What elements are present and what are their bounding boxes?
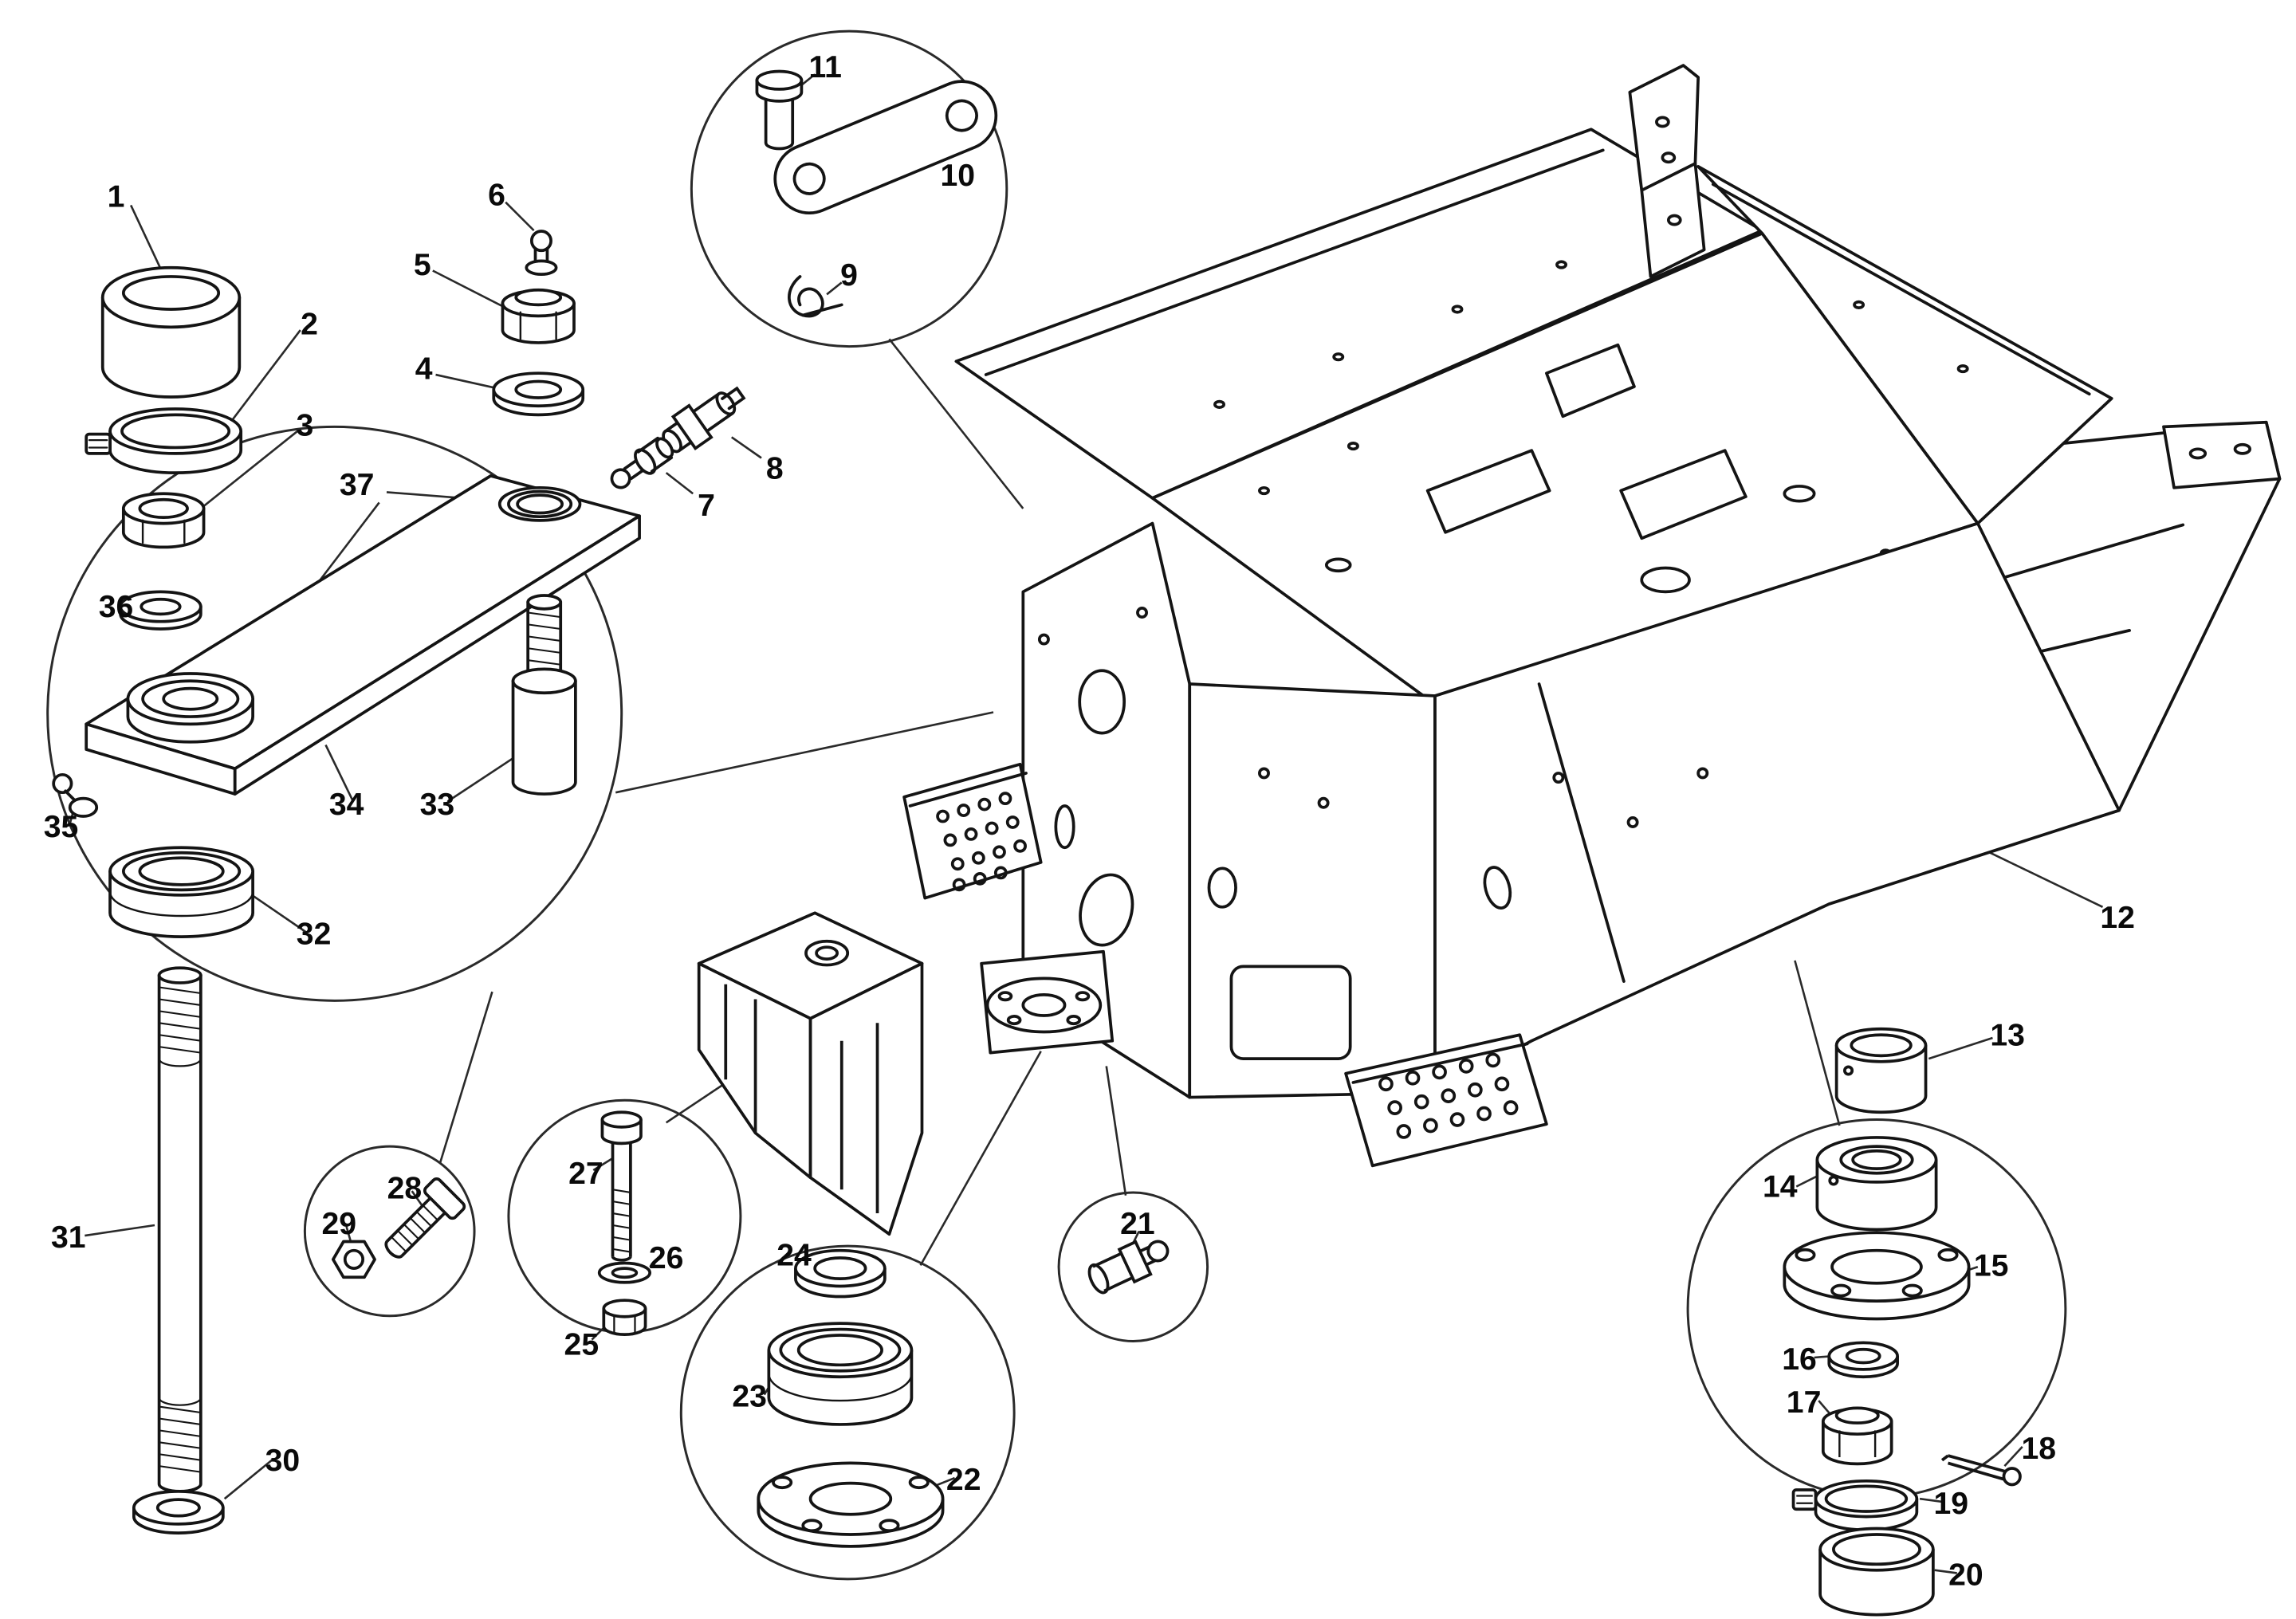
part-18-cotter-pin: [1940, 1454, 2022, 1487]
part-label-34: 34: [329, 788, 364, 822]
part-17-locknut: [1821, 1406, 1893, 1466]
part-3-nut: [121, 492, 206, 549]
frame-part-12: [902, 64, 2282, 1168]
part-label-9: 9: [840, 258, 858, 293]
part-label-5: 5: [414, 248, 431, 282]
part-label-13: 13: [1990, 1018, 2025, 1052]
part-label-7: 7: [698, 489, 715, 523]
part-11-clevis-pin: [755, 69, 804, 151]
part-35-fitting: [52, 772, 99, 818]
part-label-1: 1: [108, 179, 125, 214]
part-26-washer: [597, 1261, 651, 1284]
part-label-21: 21: [1120, 1207, 1155, 1241]
part-36-washer: [119, 590, 202, 631]
callout-circle-flange-22: [679, 1244, 1016, 1581]
part-label-8: 8: [766, 452, 784, 486]
part-label-26: 26: [649, 1241, 684, 1275]
bracket-casting: [697, 911, 924, 1236]
part-label-10: 10: [940, 159, 975, 193]
part-label-28: 28: [387, 1171, 423, 1205]
part-label-27: 27: [568, 1157, 603, 1191]
part-5-locknut: [501, 288, 576, 344]
part-label-14: 14: [1763, 1170, 1798, 1204]
part-label-12: 12: [2100, 901, 2135, 935]
part-label-17: 17: [1787, 1385, 1822, 1420]
kingpin-stack: [52, 265, 641, 1535]
part-16-washer: [1827, 1341, 1899, 1379]
frame-right-end-flange: [2162, 420, 2282, 489]
part-10-link: [773, 80, 998, 215]
frame-apex-flange: [1628, 64, 1700, 192]
part-label-22: 22: [946, 1463, 981, 1497]
part-20-cap: [1818, 1527, 1935, 1617]
part-label-18: 18: [2022, 1432, 2057, 1466]
part-label-3: 3: [297, 409, 314, 443]
part-label-30: 30: [265, 1444, 301, 1478]
part-2-clamp: [85, 407, 243, 474]
bolt-group-28: [331, 1177, 466, 1279]
part-6-fitting: [525, 230, 558, 277]
part-37-bearing-cup: [126, 672, 254, 744]
callout-circle-fitting-21: [1057, 1191, 1209, 1342]
part-13-bushing: [1834, 1027, 1928, 1114]
part-19-clamp: [1791, 1479, 1919, 1532]
top-detail-group: [755, 69, 998, 318]
part-label-29: 29: [322, 1207, 357, 1241]
part-23-seal-cup: [767, 1322, 914, 1426]
bolt-group-27: [597, 1110, 651, 1336]
part-7-grease-nipple: [610, 436, 674, 489]
frame-step-right: [1344, 1033, 1548, 1168]
part-9-cotter-clip: [788, 275, 843, 318]
callout-circle-top: [690, 29, 1008, 348]
right-hub-stack: [1783, 1027, 2022, 1617]
frame-pivot-boss: [980, 949, 1115, 1055]
part-30-washer: [132, 1490, 225, 1535]
part-label-35: 35: [44, 810, 79, 844]
part-label-19: 19: [1933, 1487, 1968, 1521]
part-15-flange: [1783, 1231, 1971, 1321]
part-label-37: 37: [340, 468, 375, 502]
callout-circle-bolt-28: [303, 1145, 476, 1318]
part-25-nut: [602, 1299, 647, 1336]
part-label-11: 11: [809, 50, 842, 84]
part-31-shaft: [157, 966, 202, 1493]
part-21-grease-fitting: [1087, 1240, 1170, 1295]
part-label-33: 33: [420, 788, 455, 822]
part-24-washer: [794, 1248, 887, 1299]
callout-circle-left: [46, 425, 623, 1002]
part-label-36: 36: [99, 590, 134, 624]
part-28-bolt: [384, 1177, 466, 1259]
part-14-bearing-housing: [1815, 1136, 1938, 1232]
part-label-6: 6: [488, 178, 505, 212]
part-label-20: 20: [1948, 1558, 1983, 1592]
upper-small-parts: [492, 230, 746, 489]
part-label-24: 24: [776, 1238, 812, 1272]
part-label-16: 16: [1782, 1342, 1817, 1377]
part-33-pin: [511, 594, 577, 796]
part-label-23: 23: [732, 1380, 767, 1414]
part-32-seal: [108, 846, 254, 938]
frame-step-left: [902, 762, 1043, 900]
part-label-31: 31: [51, 1220, 86, 1255]
part-label-25: 25: [564, 1327, 600, 1362]
part-4-washer: [492, 371, 585, 417]
part-label-4: 4: [415, 352, 433, 387]
part-label-15: 15: [1974, 1248, 2009, 1283]
part-1-cap: [100, 265, 242, 399]
part-labels: 1 2 3 4 5 6 7 8 9 10 11 12 13 14 15 16 1…: [44, 50, 2135, 1592]
part-label-2: 2: [301, 308, 318, 342]
part-27-bolt: [600, 1110, 643, 1262]
part-label-32: 32: [297, 917, 332, 951]
part-29-nut: [331, 1240, 376, 1279]
bottom-center-stack: [757, 1248, 945, 1548]
frame-front-center-plate: [1188, 682, 1437, 1099]
part-22-flange-plate: [757, 1461, 945, 1548]
